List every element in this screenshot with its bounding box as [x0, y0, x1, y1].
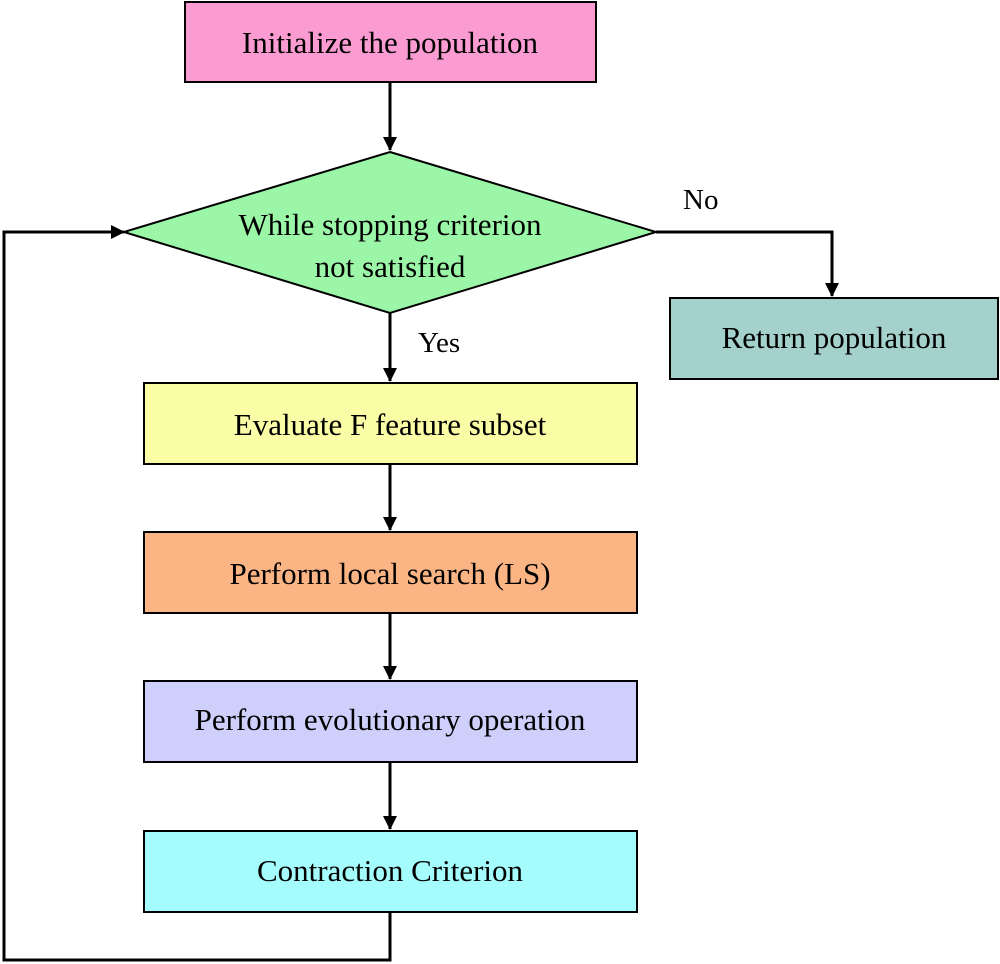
contraction-node: Contraction Criterion — [143, 830, 638, 913]
contraction-box — [143, 830, 638, 913]
condition-label-line1: While stopping criterion — [238, 207, 542, 242]
initialize-node: Initialize the population — [184, 1, 597, 83]
evolutionary-node: Perform evolutionary operation — [143, 680, 638, 763]
return-label: Return population — [722, 320, 947, 355]
no-label: No — [683, 184, 718, 216]
evaluate-label: Evaluate F feature subset — [234, 407, 547, 442]
condition-node: While stopping criterion not satisfied — [120, 150, 660, 315]
yes-label: Yes — [418, 327, 460, 359]
local-search-node: Perform local search (LS) — [143, 531, 638, 614]
arrow-no-to-return — [656, 230, 839, 297]
local-search-label: Perform local search (LS) — [229, 556, 550, 591]
local-search-box — [143, 531, 638, 614]
evolutionary-label: Perform evolutionary operation — [195, 702, 586, 737]
evaluate-node: Evaluate F feature subset — [143, 382, 638, 465]
return-node: Return population — [669, 297, 999, 380]
condition-label-line2: not satisfied — [315, 249, 466, 284]
evolutionary-box — [143, 680, 638, 763]
arrow-loop-back-to-condition — [2, 225, 392, 962]
contraction-label: Contraction Criterion — [257, 853, 524, 888]
initialize-box — [184, 1, 597, 83]
evaluate-box — [143, 382, 638, 465]
initialize-label: Initialize the population — [242, 25, 539, 60]
return-box — [669, 297, 999, 380]
